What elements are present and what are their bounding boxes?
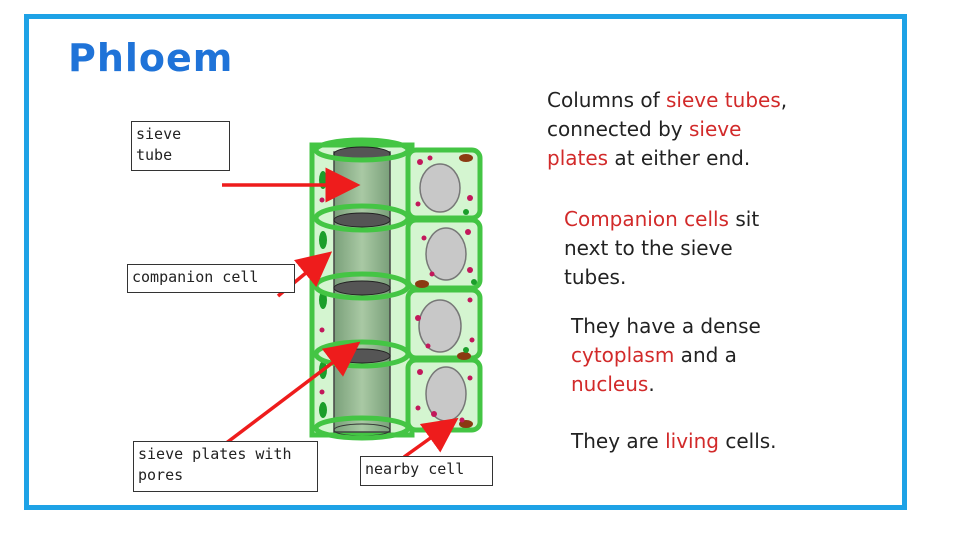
label-nearby-cell: nearby cell xyxy=(360,456,493,486)
arrow-nearby-cell xyxy=(402,417,459,459)
slide-title: Phloem xyxy=(68,36,234,80)
statement-companion-cells: Companion cells sit next to the sieve tu… xyxy=(564,207,760,289)
nucleus xyxy=(425,227,467,281)
label-sieve-tube: sieve tube xyxy=(131,121,230,171)
statement-living-cells: They are living cells. xyxy=(571,429,777,453)
slide-frame xyxy=(24,14,907,510)
companion-cells xyxy=(405,147,483,433)
label-companion-cell: companion cell xyxy=(127,264,295,293)
sieve-tube xyxy=(333,146,391,437)
statement-dense-cytoplasm: They have a dense cytoplasm and a nucleu… xyxy=(571,314,761,396)
nucleus xyxy=(418,299,462,353)
label-sieve-plates: sieve plates with pores xyxy=(133,441,318,492)
statement-sieve-tubes: Columns of sieve tubes, connected by sie… xyxy=(547,88,788,170)
nucleus xyxy=(419,163,461,213)
